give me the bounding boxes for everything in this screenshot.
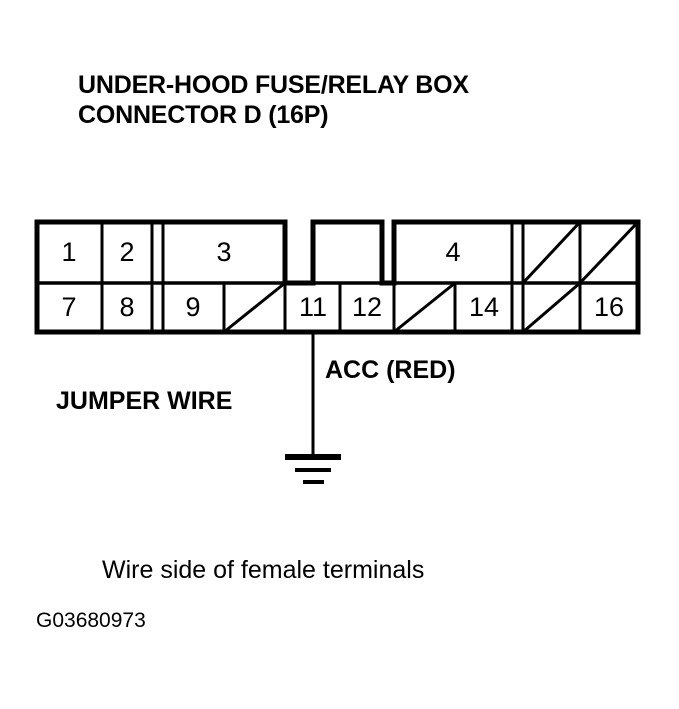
pin-label-11: 11 [299, 292, 327, 322]
top-hatch-5 [521, 220, 582, 285]
pin-label-14: 14 [469, 292, 499, 322]
pin-label-8: 8 [119, 292, 134, 322]
figure-id-label: G03680973 [36, 609, 146, 632]
title-line-2: CONNECTOR D (16P) [78, 101, 329, 129]
figure-title: UNDER-HOOD FUSE/RELAY BOX CONNECTOR D (1… [78, 70, 638, 130]
pin-label-4: 4 [445, 237, 460, 267]
bottom-hatch-15 [522, 281, 581, 334]
jumper-wire-label: JUMPER WIRE [56, 387, 233, 415]
title-line-1: UNDER-HOOD FUSE/RELAY BOX [78, 71, 469, 99]
pin-label-2: 2 [119, 237, 134, 267]
bottom-hatch-10 [223, 281, 286, 334]
pin-label-16: 16 [594, 292, 624, 322]
figure-caption: Wire side of female terminals [102, 556, 425, 584]
pin-label-1: 1 [61, 237, 76, 267]
top-hatch-6 [578, 220, 640, 285]
acc-red-label: ACC (RED) [325, 356, 456, 384]
pin-label-12: 12 [352, 292, 382, 322]
bottom-hatch-13 [393, 281, 456, 334]
pin-label-7: 7 [61, 292, 76, 322]
pin-label-3: 3 [216, 237, 231, 267]
pin-label-9: 9 [185, 292, 200, 322]
